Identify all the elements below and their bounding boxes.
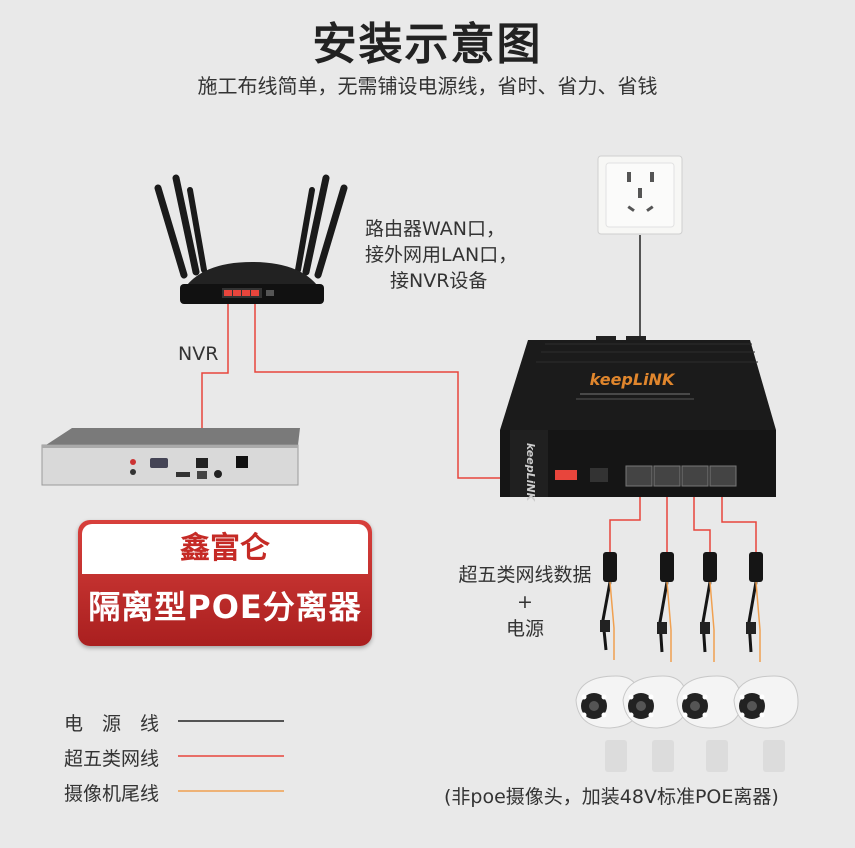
nvr-device	[42, 428, 300, 485]
legend-cat5e: 超五类网线	[64, 744, 159, 771]
poe-splitters	[600, 552, 763, 662]
wall-socket	[598, 156, 682, 234]
camera-note: (非poe摄像头，加装48V标准POE离器)	[444, 782, 779, 809]
switch-side-brand: keepLiNK	[524, 443, 537, 503]
legend-camera-tail: 摄像机尾线	[64, 779, 159, 806]
cable-note-line1: 超五类网线数据	[440, 562, 610, 589]
splitter-3	[700, 552, 717, 662]
brand-product: 隔离型POE分离器	[78, 582, 372, 628]
nvr-label: NVR	[178, 343, 218, 365]
cable-note: 超五类网线数据 + 电源	[440, 562, 610, 643]
brand-box: 鑫富仑 隔离型POE分离器	[78, 520, 372, 646]
router	[158, 178, 344, 304]
router-note-line3: 接NVR设备	[365, 268, 517, 294]
switch-brand: keepLiNK	[590, 370, 676, 389]
brand-company: 鑫富仑	[82, 524, 368, 574]
cable-note-line2: +	[440, 589, 610, 616]
legend-power: 电 源 线	[64, 709, 159, 736]
camera-2	[623, 676, 687, 772]
cable-note-line3: 电源	[440, 616, 610, 643]
splitter-4	[746, 552, 763, 662]
cameras	[576, 676, 798, 772]
router-note-line2: 接外网用LAN口，	[365, 242, 517, 268]
router-note: 路由器WAN口， 接外网用LAN口， 接NVR设备	[365, 216, 517, 294]
camera-3	[677, 676, 741, 772]
camera-4	[734, 676, 798, 772]
poe-switch: keepLiNK keepLiNK	[500, 336, 776, 503]
router-note-line1: 路由器WAN口，	[365, 216, 517, 242]
splitter-2	[657, 552, 674, 662]
